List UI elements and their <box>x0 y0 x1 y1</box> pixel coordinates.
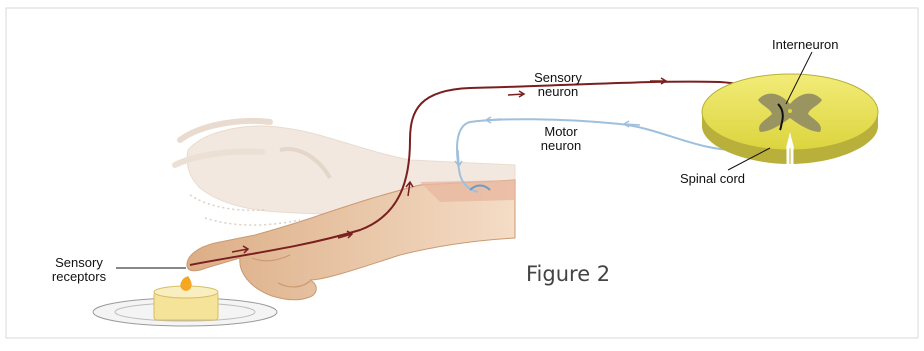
motor-neuron-label: Motor neuron <box>531 125 591 153</box>
motor-neuron-label-line2: neuron <box>531 139 591 153</box>
figure-caption: Figure 2 <box>526 262 610 286</box>
spinal-cord-section <box>702 74 878 164</box>
sensory-neuron-label-line2: neuron <box>528 85 588 99</box>
candle <box>93 276 277 326</box>
flame-icon <box>180 276 191 291</box>
sensory-receptors-label-line1: Sensory <box>42 256 116 270</box>
sensory-neuron-label: Sensory neuron <box>528 71 588 99</box>
spinal-cord-label: Spinal cord <box>680 172 745 186</box>
sensory-neuron-label-line1: Sensory <box>528 71 588 85</box>
motor-neuron-label-line1: Motor <box>531 125 591 139</box>
sensory-receptors-label: Sensory receptors <box>42 256 116 284</box>
interneuron-label: Interneuron <box>772 38 839 52</box>
sensory-receptors-label-line2: receptors <box>42 270 116 284</box>
